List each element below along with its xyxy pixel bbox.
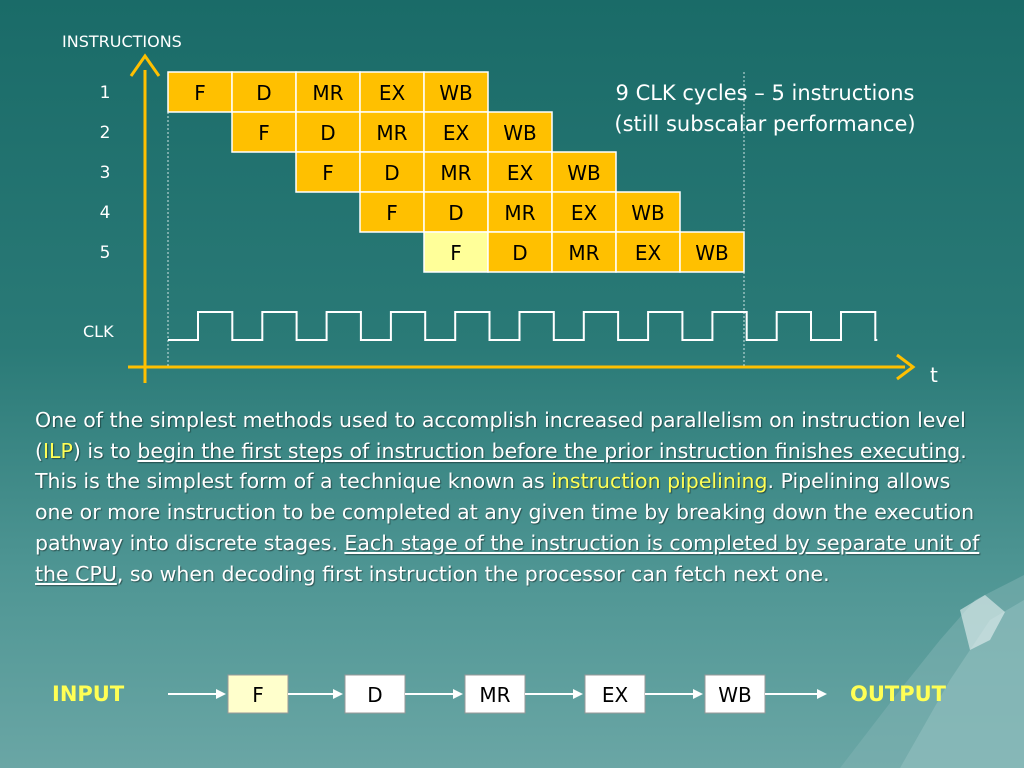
y-axis-arrowhead — [129, 53, 161, 77]
instruction-number: 1 — [100, 83, 111, 103]
stage-label: WB — [503, 121, 537, 145]
stage-cell — [231, 111, 297, 153]
stage-cell — [679, 231, 745, 273]
x-axis-label: t — [930, 363, 938, 387]
instruction-number: 3 — [100, 163, 111, 183]
stage-label: WB — [439, 81, 473, 105]
para-text-2: ) is to — [72, 438, 138, 463]
y-axis-label: INSTRUCTIONS — [62, 32, 182, 51]
para-text-4: . Pipelining allows one or more instruct… — [35, 469, 975, 555]
instruction-number: 5 — [100, 243, 111, 263]
stage-cell — [295, 151, 361, 193]
stage-cell — [295, 111, 361, 153]
stage-label: F — [194, 81, 206, 105]
stage-label: EX — [635, 241, 662, 265]
flow-stage-label: F — [252, 683, 264, 707]
stage-cell — [551, 151, 617, 193]
stage-label: WB — [631, 201, 665, 225]
flow-stage-label: D — [367, 683, 382, 707]
explanation-paragraph: One of the simplest methods used to acco… — [35, 405, 985, 589]
axes — [128, 53, 916, 383]
stage-cell — [551, 231, 617, 273]
para-text-3: . This is the simplest form of a techniq… — [35, 438, 967, 494]
flow-stage-label: WB — [718, 683, 752, 707]
cycle-note: 9 CLK cycles – 5 instructions (still sub… — [545, 78, 985, 140]
pipeline-flow: INPUT OUTPUT F D MR EX WB — [52, 674, 947, 714]
stage-label: WB — [695, 241, 729, 265]
pipelining-term: instruction pipelining — [551, 469, 768, 494]
stage-label: EX — [443, 121, 470, 145]
flow-output-label: OUTPUT — [850, 682, 947, 706]
stage-label: MR — [376, 121, 407, 145]
clk-label: CLK — [83, 322, 114, 341]
para-text-1: One of the simplest methods used to acco… — [35, 408, 966, 463]
stage-cell — [423, 191, 489, 233]
cycle-note-line2: (still subscalar performance) — [614, 112, 916, 136]
stage-label: F — [258, 121, 270, 145]
para-text-5: , so when decoding first instruction the… — [116, 561, 830, 586]
stage-cell — [487, 191, 553, 233]
stage-label: EX — [571, 201, 598, 225]
instruction-number: 4 — [100, 203, 111, 223]
stage-label: EX — [507, 161, 534, 185]
x-axis-arrowhead — [896, 353, 916, 381]
stage-label: WB — [567, 161, 601, 185]
flow-stage-box — [227, 674, 289, 714]
stage-label: F — [322, 161, 334, 185]
stage-label: D — [384, 161, 399, 185]
stage-label: MR — [312, 81, 343, 105]
flow-stage-box — [464, 674, 526, 714]
stage-label: MR — [440, 161, 471, 185]
ilp-term: ILP — [43, 438, 73, 463]
stage-label: F — [450, 241, 462, 265]
clock-waveform — [168, 311, 878, 341]
stage-cell — [487, 111, 553, 153]
stage-cell — [615, 191, 681, 233]
stage-cell — [359, 71, 425, 113]
para-underline-2: Each stage of the instruction is complet… — [35, 530, 980, 586]
flow-stage-label: MR — [479, 683, 510, 707]
stage-label: MR — [504, 201, 535, 225]
clock-signal — [168, 311, 878, 341]
cycle-guides — [167, 72, 745, 367]
stage-label: F — [386, 201, 398, 225]
flow-stage-label: EX — [602, 683, 629, 707]
instruction-number: 2 — [100, 123, 111, 143]
stage-cell — [487, 231, 553, 273]
para-underline-1: begin the first steps of instruction bef… — [137, 438, 961, 463]
flow-stages: F D MR EX WB — [168, 674, 827, 714]
stage-label: D — [256, 81, 271, 105]
flow-stage-box — [584, 674, 646, 714]
stage-label: D — [448, 201, 463, 225]
instruction-numbers: 1 2 3 4 5 — [100, 83, 111, 263]
stage-label: MR — [568, 241, 599, 265]
stage-label: EX — [379, 81, 406, 105]
flow-input-label: INPUT — [52, 682, 125, 706]
flow-stage-box — [704, 674, 766, 714]
stage-label: D — [320, 121, 335, 145]
cycle-note-line1: 9 CLK cycles – 5 instructions — [615, 81, 915, 105]
stage-label: D — [512, 241, 527, 265]
flow-stage-box — [344, 674, 406, 714]
